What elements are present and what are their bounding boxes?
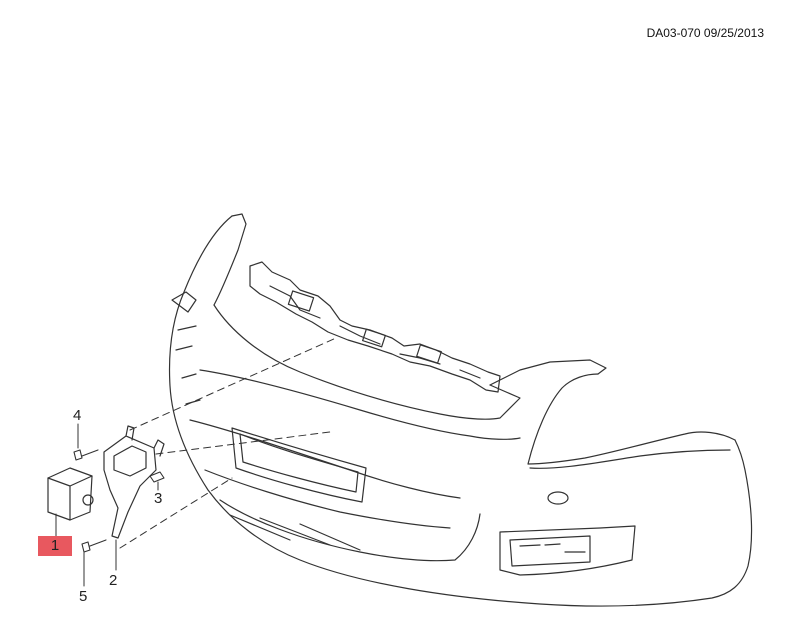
callout-5-label: 5 [79, 588, 88, 605]
callout-1-label: 1 [38, 536, 72, 556]
front-bumper-fascia [168, 213, 753, 607]
callout-3-label: 3 [154, 490, 163, 507]
callout-4-label: 4 [73, 407, 82, 424]
fasteners [73, 449, 165, 553]
diagram-id-label: DA03-070 09/25/2013 [646, 26, 764, 40]
alignment-leader-lines [119, 337, 337, 549]
callout-2-label: 2 [109, 572, 118, 589]
module-box-part [47, 467, 94, 521]
callout-leaders [55, 423, 159, 587]
mounting-bracket-part [103, 425, 165, 539]
upper-bumper-bracket [249, 261, 501, 393]
